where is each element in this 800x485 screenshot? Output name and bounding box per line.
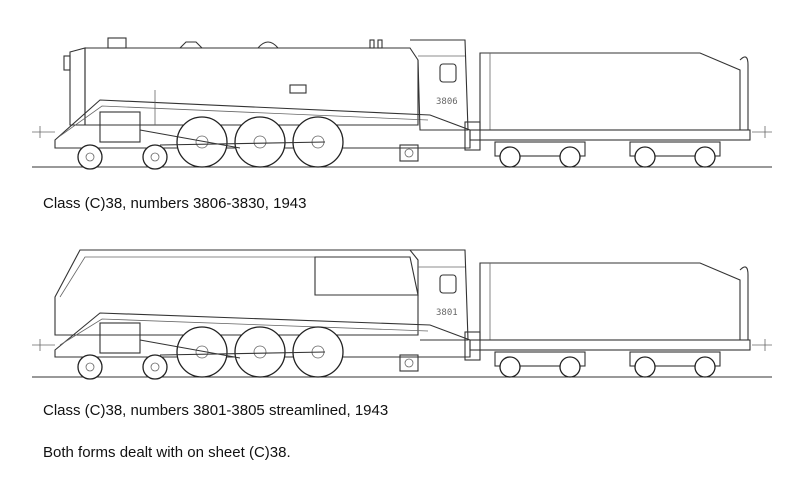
locomotive-engine: 3806	[54, 37, 471, 170]
caption-standard: Class (C)38, numbers 3806-3830, 1943	[43, 195, 307, 212]
locomotive-drawing-streamlined: 3801	[0, 245, 800, 390]
sheet-note: Both forms dealt with on sheet (C)38.	[43, 444, 291, 461]
number-plate: 3801	[436, 308, 458, 318]
number-plate: 3806	[436, 97, 458, 107]
locomotive-engine: 3801	[54, 249, 471, 380]
tender	[464, 262, 751, 378]
caption-streamlined: Class (C)38, numbers 3801-3805 streamlin…	[43, 402, 389, 419]
tender	[464, 52, 751, 168]
locomotive-drawing-standard: 3806	[0, 30, 800, 180]
